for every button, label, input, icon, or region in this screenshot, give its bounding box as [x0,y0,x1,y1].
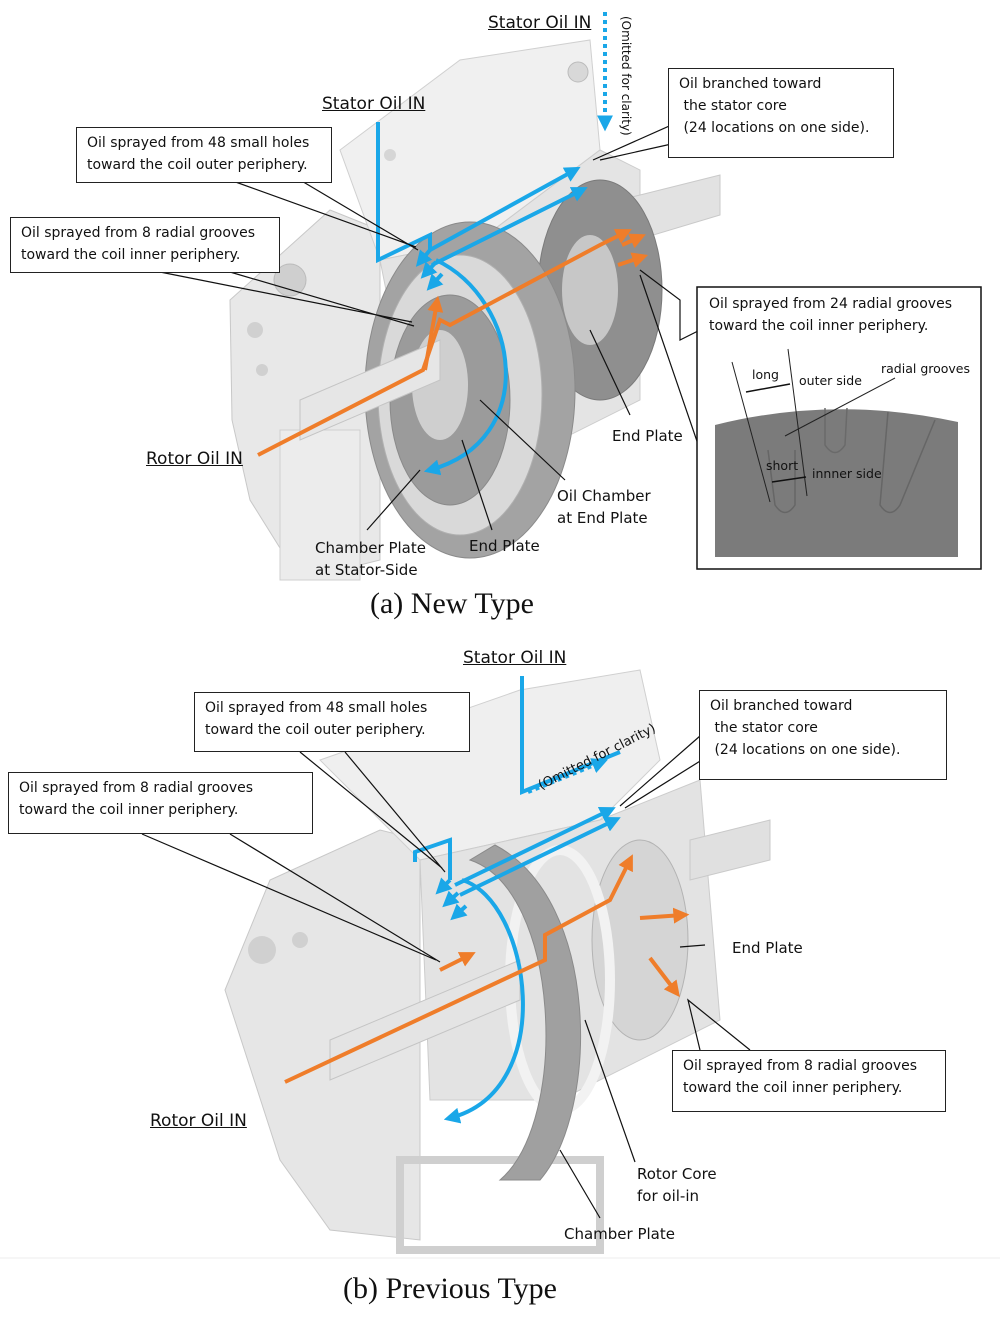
dimension-line [787,348,808,497]
label-oil-chamber: Oil Chamber at End Plate [557,487,651,527]
rotor-oil-in-label-b: Rotor Oil IN [150,1111,247,1131]
stator-oil-in-label-mid: Stator Oil IN [322,94,426,114]
housing-hole [292,932,308,948]
rotor-oil-path [284,854,633,1084]
label-end-plate-right: End Plate [612,427,683,445]
label-end-plate-bottom: End Plate [469,537,540,555]
inset-outer-side-label: outer side [799,373,862,388]
bolt-hole [384,149,396,161]
housing-hole [273,263,307,297]
housing-foot [279,429,361,581]
rotor-oil-spray [617,252,649,268]
stator-oil-branch [431,187,588,267]
stator-oil-in-label-b: Stator Oil IN [463,648,567,668]
panel-a-motor [159,12,721,581]
groove [879,411,936,514]
label-end-plate-b: End Plate [732,939,803,957]
rotor-oil-branch [439,952,476,972]
callout-radial-grooves-24: Oil sprayed from 24 radial grooves towar… [709,296,952,334]
stator-oil-path [520,676,621,795]
rotor-oil-path [257,229,632,457]
shaft-left [329,959,521,1081]
label-rotor-core: Rotor Core for oil-in [637,1165,717,1205]
spray-arrow [420,260,438,279]
omitted-note: (Omitted for clarity) [619,16,633,136]
groove [767,449,796,514]
leader-lines [159,122,701,531]
label-chamber-plate-b: Chamber Plate [564,1225,675,1243]
long-arrow [745,383,791,393]
callout-small-holes: Oil sprayed from 48 small holes toward t… [76,127,332,183]
spray-arrow [450,903,468,921]
housing-hole [256,364,268,376]
rotor-oil-spray [648,956,680,998]
callout-radial-grooves-right-b: Oil sprayed from 8 radial grooves toward… [672,1050,946,1112]
rotor-oil-spray [621,233,646,249]
housing-frame [396,1156,604,1254]
housing-hole [247,322,263,338]
callout-radial-grooves-left-b: Oil sprayed from 8 radial grooves toward… [8,772,313,834]
panel-b-motor [141,669,771,1254]
shaft-right [689,819,771,881]
caption-b: (b) Previous Type [343,1272,557,1305]
rotor-oil-in-label-a: Rotor Oil IN [146,449,243,469]
callout-branched: Oil branched toward the stator core (24 … [668,68,894,158]
stator-oil-path [376,122,432,264]
inset-short-label: short [766,458,799,473]
label-chamber-plate-stator: Chamber Plate at Stator-Side [315,539,426,579]
stator-oil-branch [459,816,621,897]
callout-branched-b: Oil branched toward the stator core (24 … [699,690,947,780]
inset-long-label: long [752,367,779,382]
housing-hole [248,936,276,964]
caption-a: (a) New Type [370,587,534,620]
spray-arrow [435,877,453,895]
stator-oil-branch [454,806,616,887]
groove-short [824,407,848,454]
leader-lines [141,735,751,1219]
stator-oil-loop [413,837,452,880]
stator-oil-in-label-top: Stator Oil IN [488,13,592,33]
radial-groove-inset [696,286,982,570]
stator-oil-omitted [527,758,608,794]
inset-inner-side-label: innner side [812,466,882,481]
stator-oil-arc [443,878,525,1124]
spray-arrow [442,890,460,908]
short-arrow [771,476,807,483]
inset-radial-grooves-label: radial grooves [881,361,971,376]
callout-radial-grooves-8: Oil sprayed from 8 radial grooves toward… [10,217,280,273]
spray-arrow [426,272,444,291]
end-plate-bore [562,235,618,345]
grooves-leader [784,377,896,437]
rotor-oil-spray [639,907,690,924]
dimension-line [731,361,771,503]
stator-oil-branch [429,166,581,252]
rotor-oil-branch [423,295,444,371]
lifting-eye [567,61,589,83]
callout-small-holes-b: Oil sprayed from 48 small holes toward t… [194,692,470,752]
spray-arrow [415,248,433,267]
end-plate-section [715,409,958,557]
